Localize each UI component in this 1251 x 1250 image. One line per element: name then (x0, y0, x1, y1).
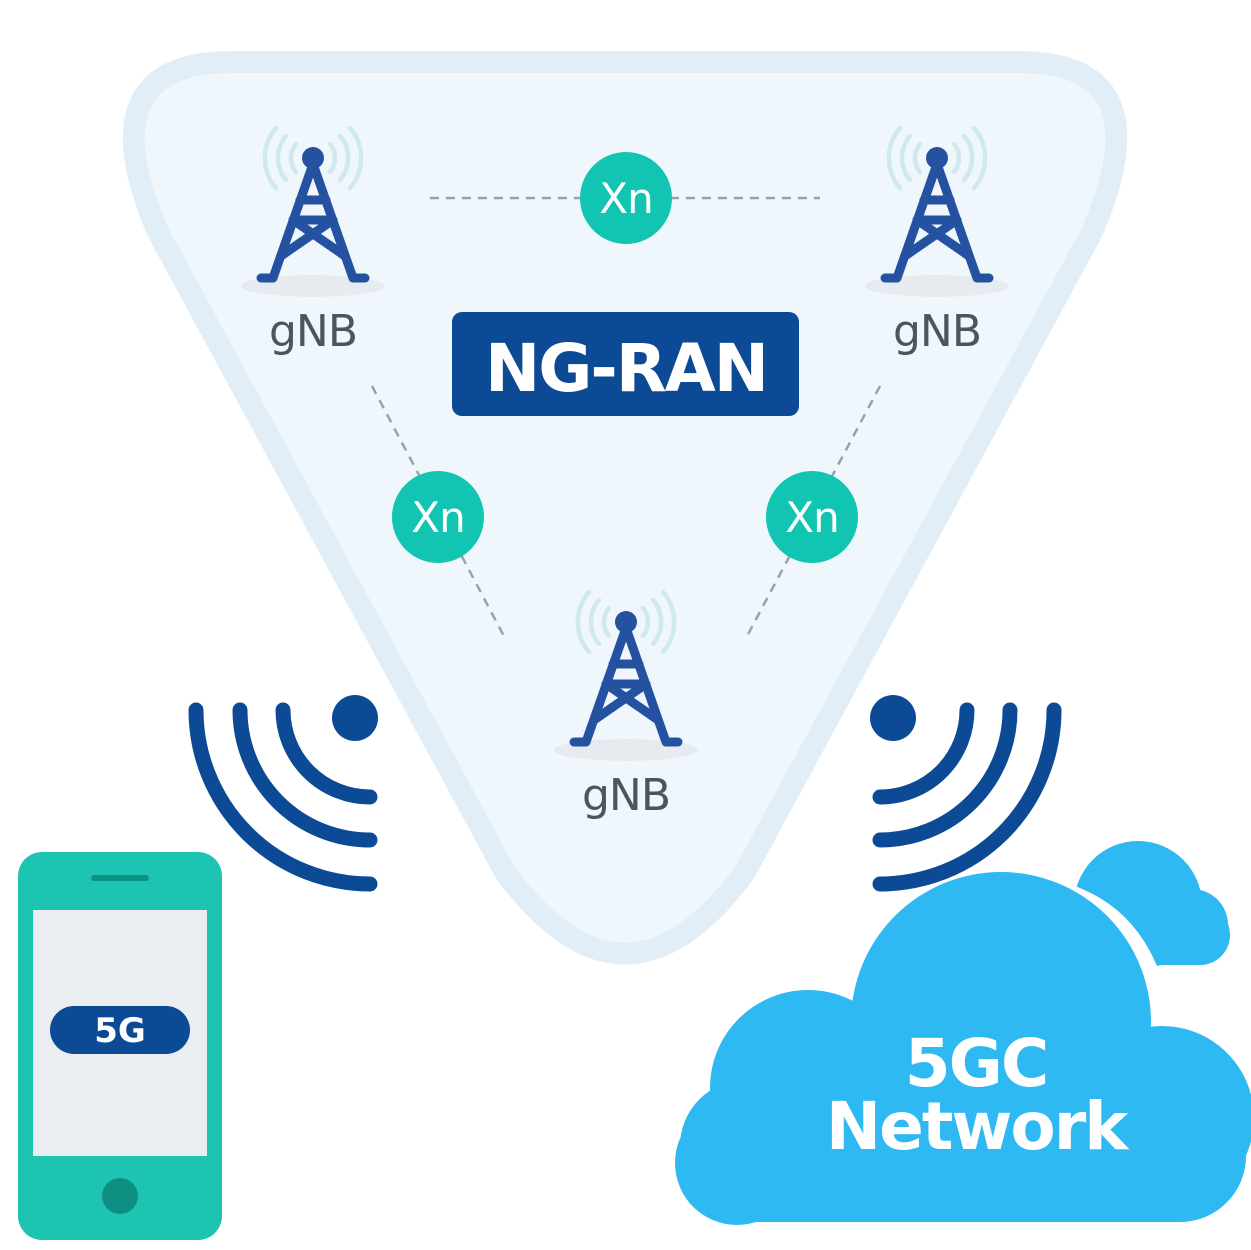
ng-ran-title-box: NG-RAN (452, 312, 799, 416)
xn-label-right: Xn (785, 493, 838, 542)
core-label-line1: 5GC (905, 1025, 1048, 1102)
xn-label-left: Xn (411, 493, 464, 542)
radio-waves-left-icon (188, 695, 378, 892)
gnb-label: gNB (893, 306, 981, 357)
smartphone-icon: 5G (18, 852, 222, 1240)
xn-badge-top: Xn (580, 152, 672, 244)
xn-badge-left: Xn (392, 471, 484, 563)
xn-label-top: Xn (599, 174, 652, 223)
gnb-label: gNB (582, 770, 670, 821)
5g-badge: 5G (50, 1006, 190, 1054)
gnb-node-top-left: gNB (241, 128, 385, 357)
cloud-icon: 5GC Network (675, 841, 1251, 1225)
gnb-node-top-right: gNB (865, 128, 1009, 357)
cloud-large (675, 872, 1251, 1225)
5g-badge-label: 5G (94, 1011, 146, 1051)
gnb-label: gNB (269, 306, 357, 357)
xn-badge-right: Xn (766, 471, 858, 563)
gnb-node-bottom: gNB (554, 592, 698, 821)
ng-ran-title: NG-RAN (485, 330, 767, 407)
radio-waves-right-icon (870, 695, 1062, 892)
core-label-line2: Network (826, 1088, 1130, 1165)
